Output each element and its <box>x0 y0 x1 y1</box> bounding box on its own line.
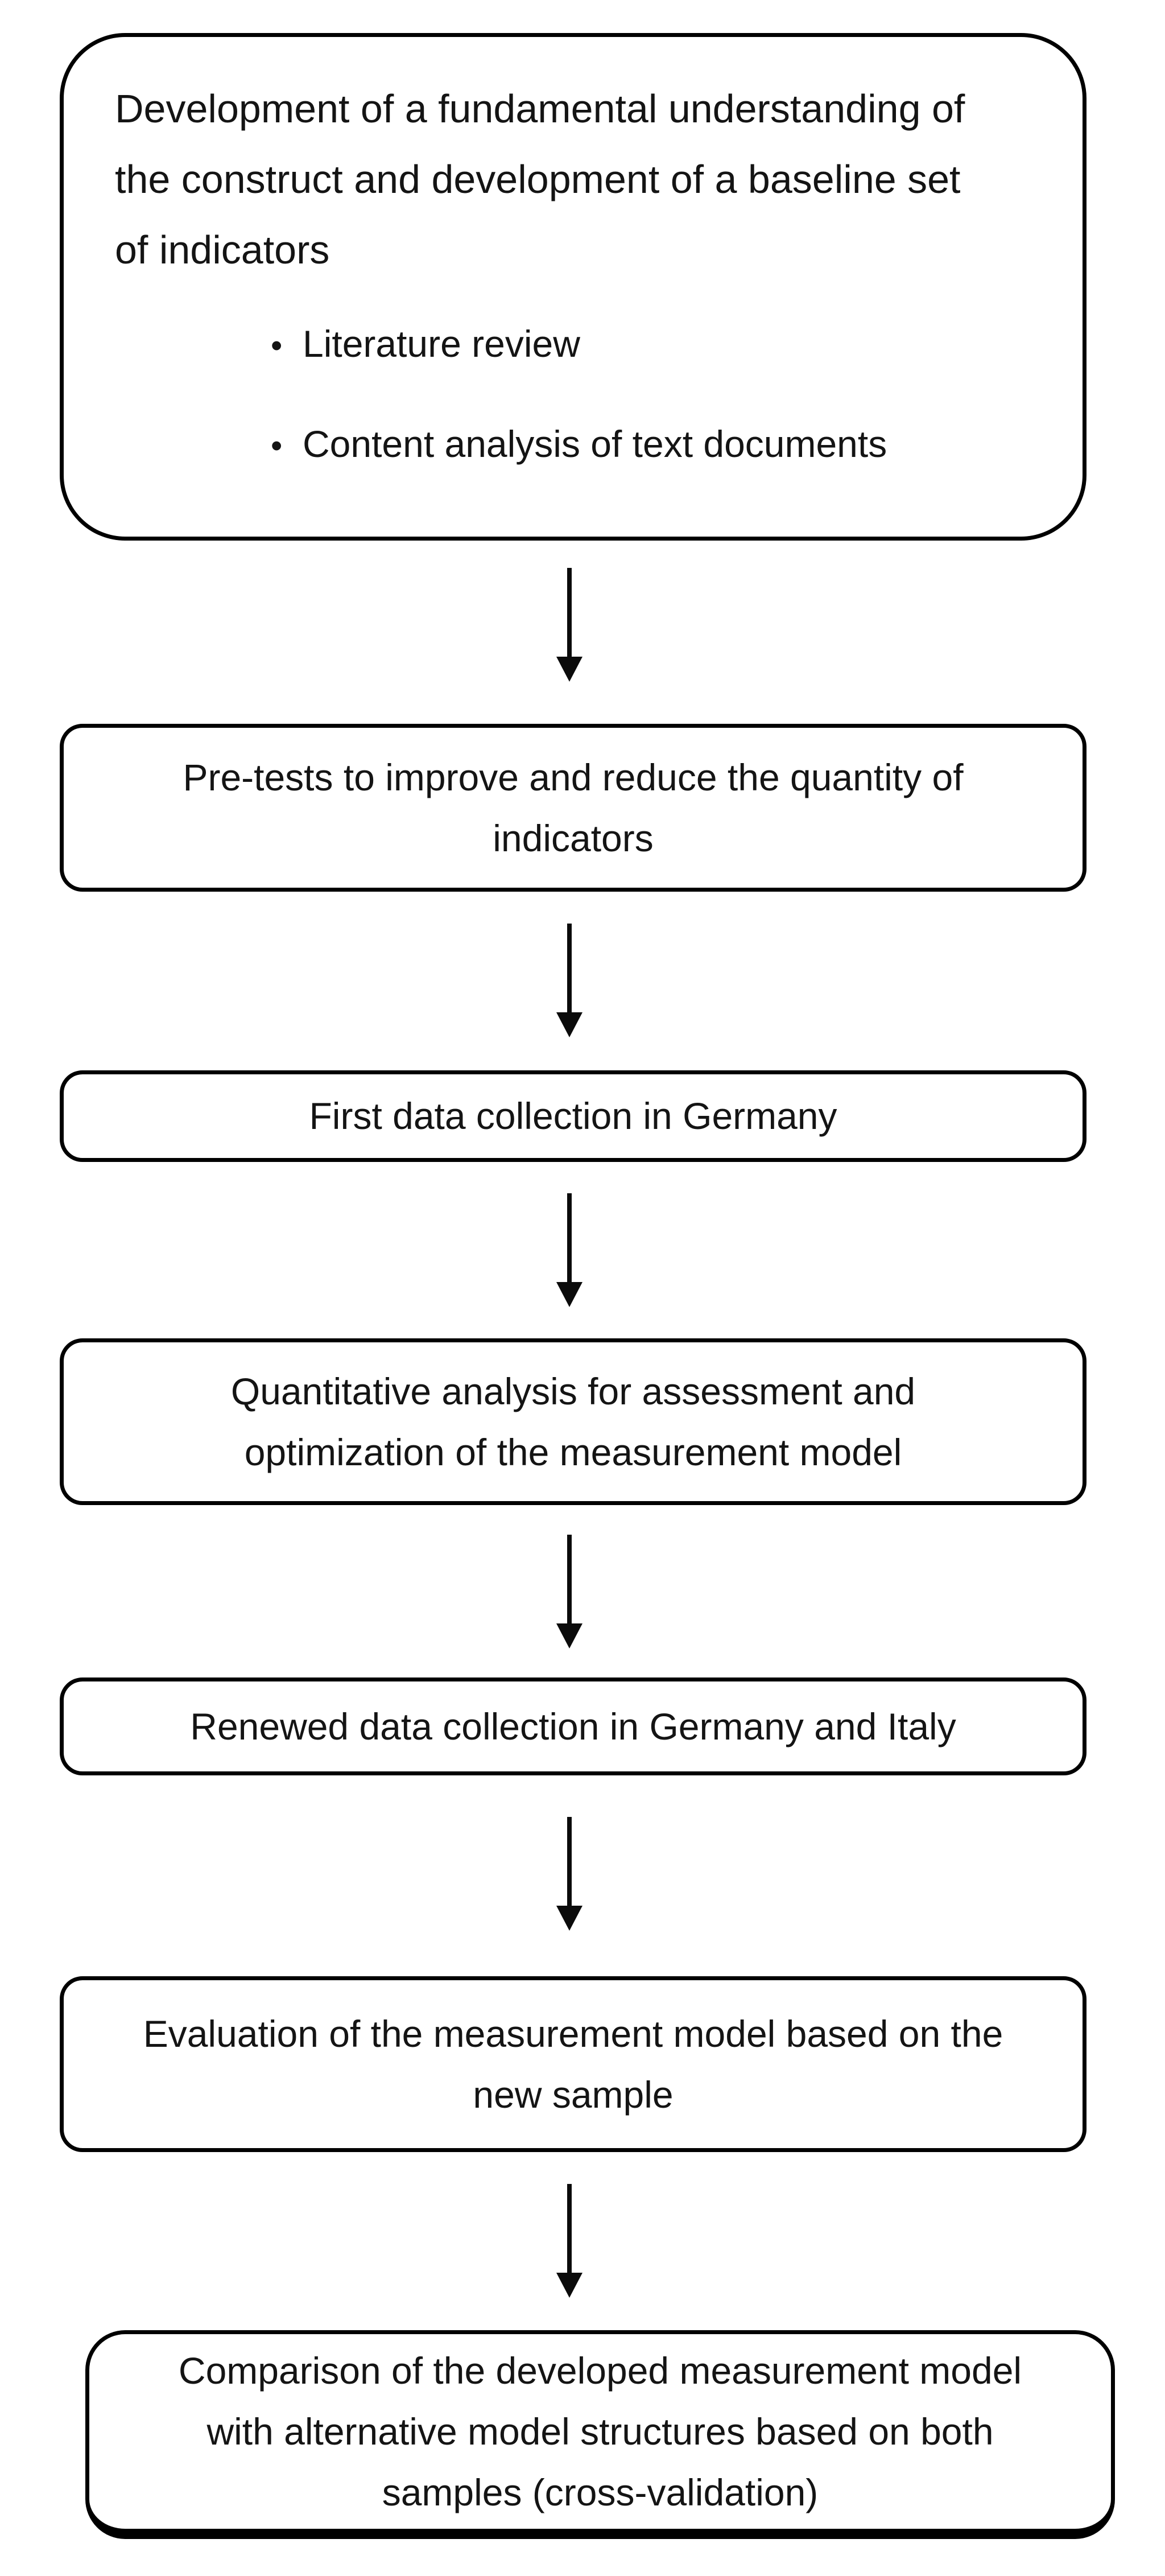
arrow-down-icon <box>556 1535 582 1648</box>
arrow-head <box>556 657 582 682</box>
list-item: • Content analysis of text documents <box>271 425 887 465</box>
step-text-line: with alternative model structures based … <box>206 2410 994 2453</box>
bullet-text: Content analysis of text documents <box>303 423 887 465</box>
arrow-down-icon <box>556 568 582 682</box>
step-text-line: new sample <box>473 2073 674 2116</box>
arrow-head <box>556 1623 582 1648</box>
flow-step-1: Development of a fundamental understandi… <box>60 33 1086 541</box>
arrow-head <box>556 2273 582 2298</box>
step-text-line: Evaluation of the measurement model base… <box>143 2012 1003 2055</box>
flow-step-3: First data collection in Germany <box>60 1070 1086 1162</box>
step-text-line: Renewed data collection in Germany and I… <box>190 1705 956 1747</box>
arrow-down-icon <box>556 1193 582 1307</box>
arrow-shaft <box>567 1535 572 1623</box>
step-text-line: the construct and development of a basel… <box>115 157 961 201</box>
bullet-text: Literature review <box>303 323 580 365</box>
step-text-line: optimization of the measurement model <box>244 1431 902 1473</box>
arrow-head <box>556 1906 582 1931</box>
arrow-shaft <box>567 924 572 1012</box>
flow-step-6: Evaluation of the measurement model base… <box>60 1976 1086 2152</box>
step-text-line: Comparison of the developed measurement … <box>178 2349 1022 2392</box>
arrow-head <box>556 1282 582 1307</box>
step-1-bullet-list: • Literature review • Content analysis o… <box>271 325 887 525</box>
arrow-shaft <box>567 2184 572 2273</box>
step-text-line: Quantitative analysis for assessment and <box>230 1370 916 1412</box>
list-item: • Literature review <box>271 325 887 365</box>
flow-step-4: Quantitative analysis for assessment and… <box>60 1338 1086 1505</box>
bullet-icon: • <box>271 427 283 464</box>
step-text-line: samples (cross-validation) <box>382 2471 819 2513</box>
arrow-down-icon <box>556 924 582 1037</box>
arrow-down-icon <box>556 2184 582 2298</box>
step-text-line: Development of a fundamental understandi… <box>115 86 965 131</box>
step-text-line: of indicators <box>115 228 330 272</box>
step-1-paragraph: Development of a fundamental understandi… <box>115 73 965 285</box>
arrow-head <box>556 1012 582 1037</box>
arrow-shaft <box>567 568 572 657</box>
step-text-line: indicators <box>493 817 654 859</box>
flow-step-2: Pre-tests to improve and reduce the quan… <box>60 724 1086 892</box>
arrow-shaft <box>567 1193 572 1282</box>
bullet-icon: • <box>271 327 283 364</box>
step-text-line: First data collection in Germany <box>309 1095 837 1137</box>
flow-step-5: Renewed data collection in Germany and I… <box>60 1678 1086 1775</box>
flow-step-7: Comparison of the developed measurement … <box>85 2330 1115 2539</box>
arrow-down-icon <box>556 1817 582 1931</box>
step-text-line: Pre-tests to improve and reduce the quan… <box>183 756 964 798</box>
arrow-shaft <box>567 1817 572 1906</box>
